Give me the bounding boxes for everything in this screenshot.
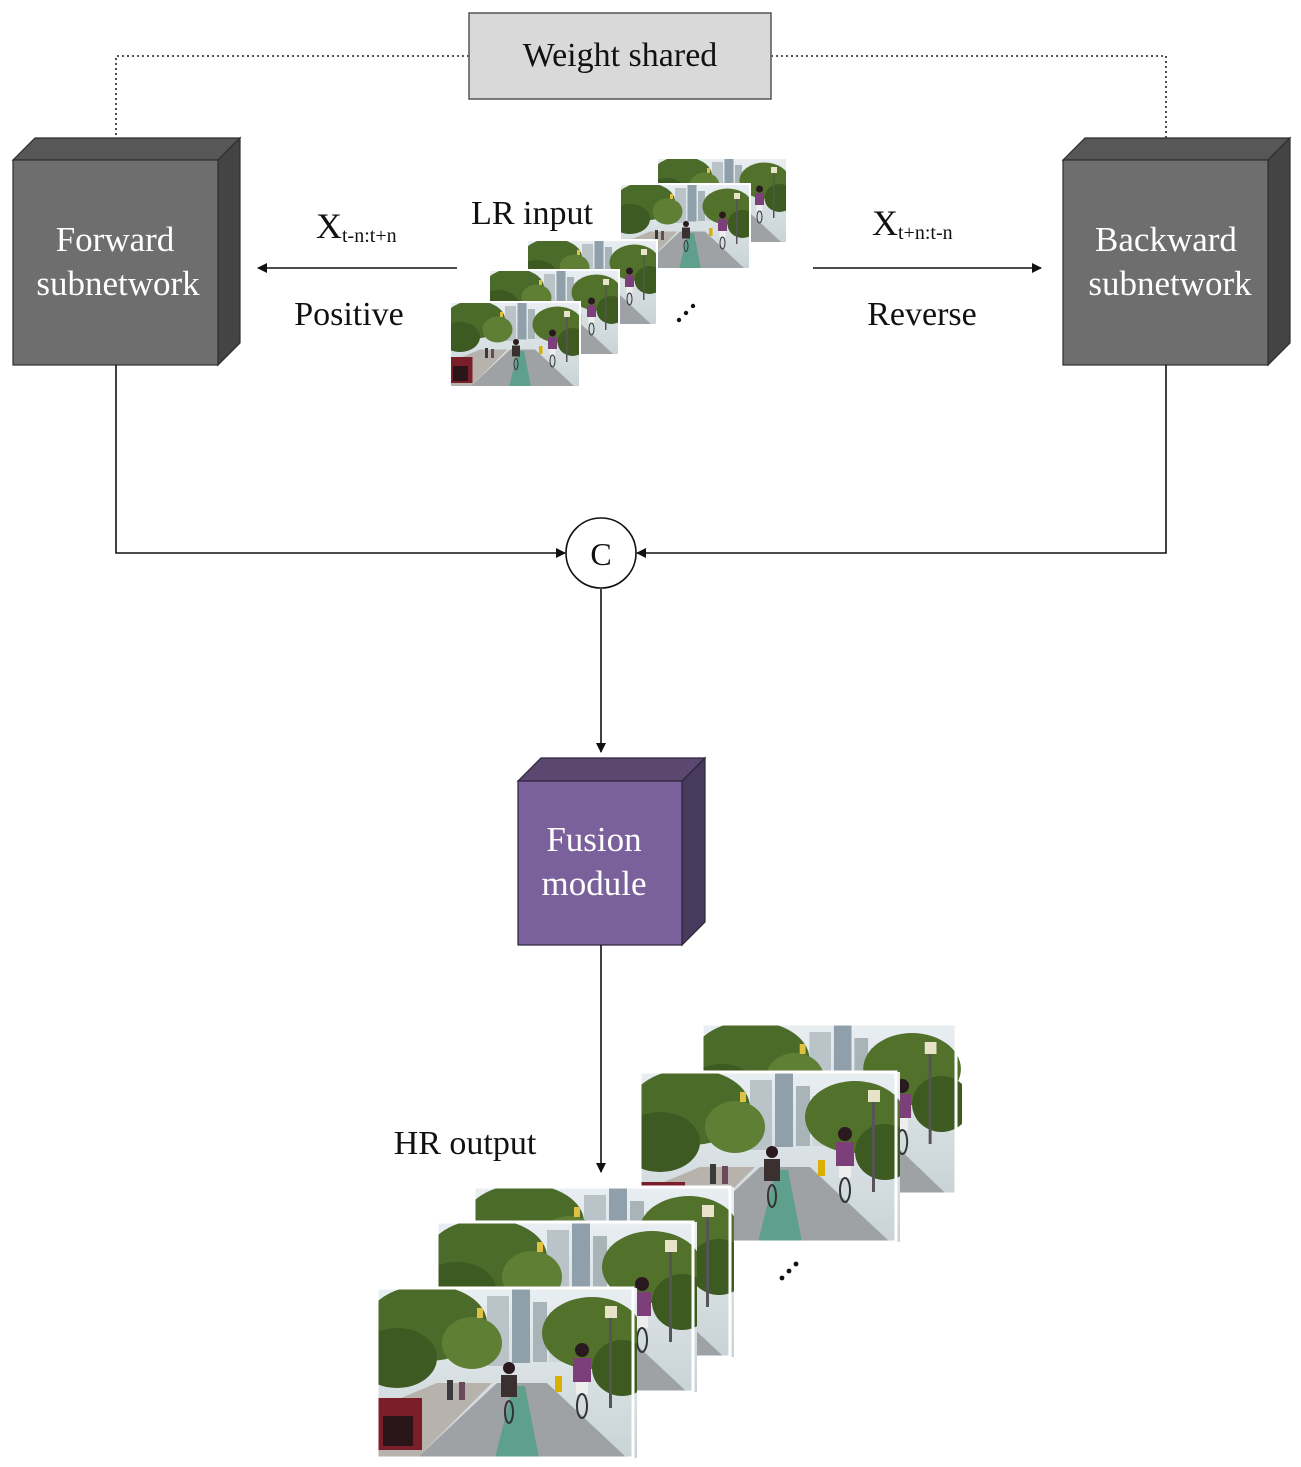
weight-shared-label: Weight shared — [523, 37, 718, 74]
fusion-top-face — [516, 757, 707, 782]
weight-shared-group: Weight shared — [115, 12, 1167, 155]
forward-to-concat-line — [115, 365, 566, 558]
fusion-module: Fusion module — [516, 756, 707, 947]
backward-to-concat-line — [636, 365, 1167, 558]
hr-ellipsis-icon — [779, 1261, 799, 1281]
lr-frame-2 — [619, 183, 751, 270]
lr-ellipsis-icon — [676, 303, 696, 323]
hr-output-label: HR output — [394, 1125, 537, 1162]
forward-label-line1: Forward — [56, 220, 175, 259]
lr-frame-5 — [449, 301, 581, 388]
concat-node — [565, 517, 637, 589]
fusion-side-face — [681, 756, 706, 947]
forward-label-line2: subnetwork — [36, 264, 200, 303]
fusion-label-line2: module — [542, 864, 647, 903]
hr-output-frames — [375, 1022, 962, 1460]
forward-side-face — [217, 136, 241, 367]
fusion-label-line1: Fusion — [546, 820, 641, 859]
hr-frame-5 — [375, 1286, 637, 1460]
hr-frame-2 — [638, 1070, 900, 1244]
lr-input-frames — [449, 157, 788, 388]
backward-label-line2: subnetwork — [1088, 264, 1252, 303]
weight-shared-box — [468, 12, 772, 100]
weight-link-right — [771, 55, 1167, 152]
lr-input-label: LR input — [471, 195, 593, 232]
backward-subnetwork: Backward subnetwork — [1061, 136, 1292, 367]
positive-subscript: t-n:t+n — [342, 225, 397, 247]
positive-label: Positive — [294, 296, 404, 333]
reverse-symbol: X — [872, 203, 898, 243]
reverse-sequence-label: Xt+n:t-n — [872, 203, 953, 244]
positive-symbol: X — [316, 206, 342, 246]
backward-side-face — [1267, 136, 1291, 367]
backward-top-face — [1061, 137, 1292, 161]
forward-front-face — [12, 159, 219, 366]
reverse-label: Reverse — [867, 296, 977, 333]
concat-label: C — [590, 536, 611, 572]
forward-subnetwork: Forward subnetwork — [11, 136, 242, 367]
forward-top-face — [11, 137, 242, 161]
positive-sequence-label: Xt-n:t+n — [316, 206, 397, 247]
reverse-subscript: t+n:t-n — [898, 222, 953, 244]
fusion-front-face — [517, 780, 683, 946]
backward-front-face — [1062, 159, 1269, 366]
backward-label-line1: Backward — [1095, 220, 1237, 259]
